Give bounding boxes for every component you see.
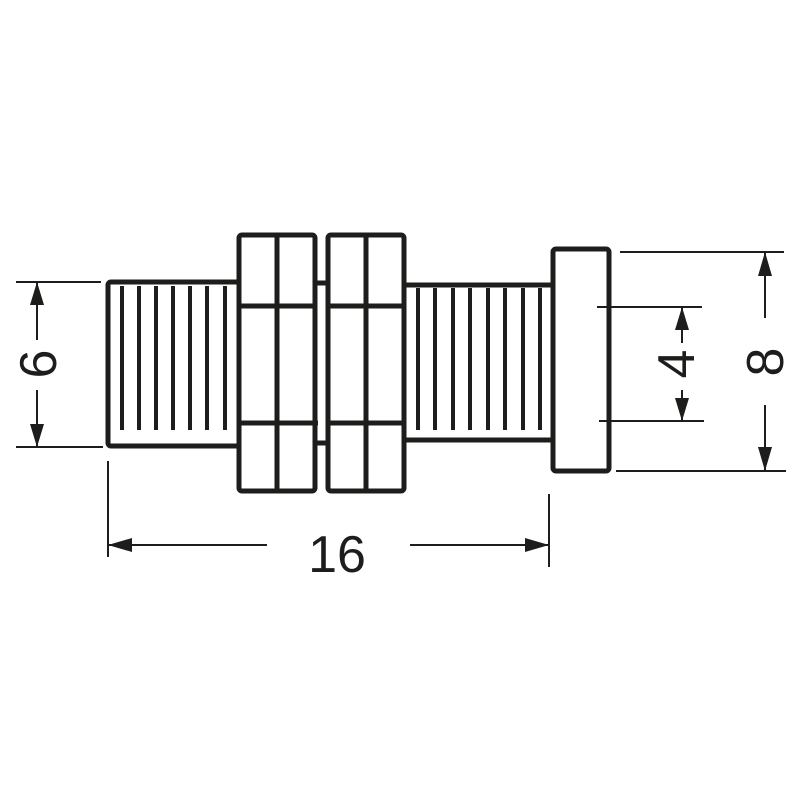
arrow-down-icon <box>758 447 772 471</box>
right-thread-lines <box>416 288 542 430</box>
left-thread-lines <box>120 286 227 430</box>
dimension-4: 4 <box>597 306 706 422</box>
flange-head <box>550 246 612 474</box>
dimension-label-16: 16 <box>308 526 366 584</box>
dimension-label-8: 8 <box>737 348 795 377</box>
dimension-6: 6 <box>10 281 103 448</box>
left-thread-section <box>105 279 243 449</box>
arrow-right-icon <box>525 538 549 552</box>
hex-nut-2 <box>325 232 407 494</box>
arrow-up-icon <box>758 252 772 276</box>
right-thread-section <box>400 282 558 443</box>
dimension-8: 8 <box>616 251 795 472</box>
arrow-left-icon <box>108 538 132 552</box>
arrow-up-icon <box>675 307 689 330</box>
dimension-label-4: 4 <box>648 350 706 379</box>
dimension-label-6: 6 <box>10 350 68 379</box>
arrow-down-icon <box>675 398 689 421</box>
arrow-up-icon <box>30 282 44 305</box>
arrow-down-icon <box>30 424 44 447</box>
dimension-16: 16 <box>107 461 550 584</box>
hex-nut-1 <box>236 232 318 494</box>
